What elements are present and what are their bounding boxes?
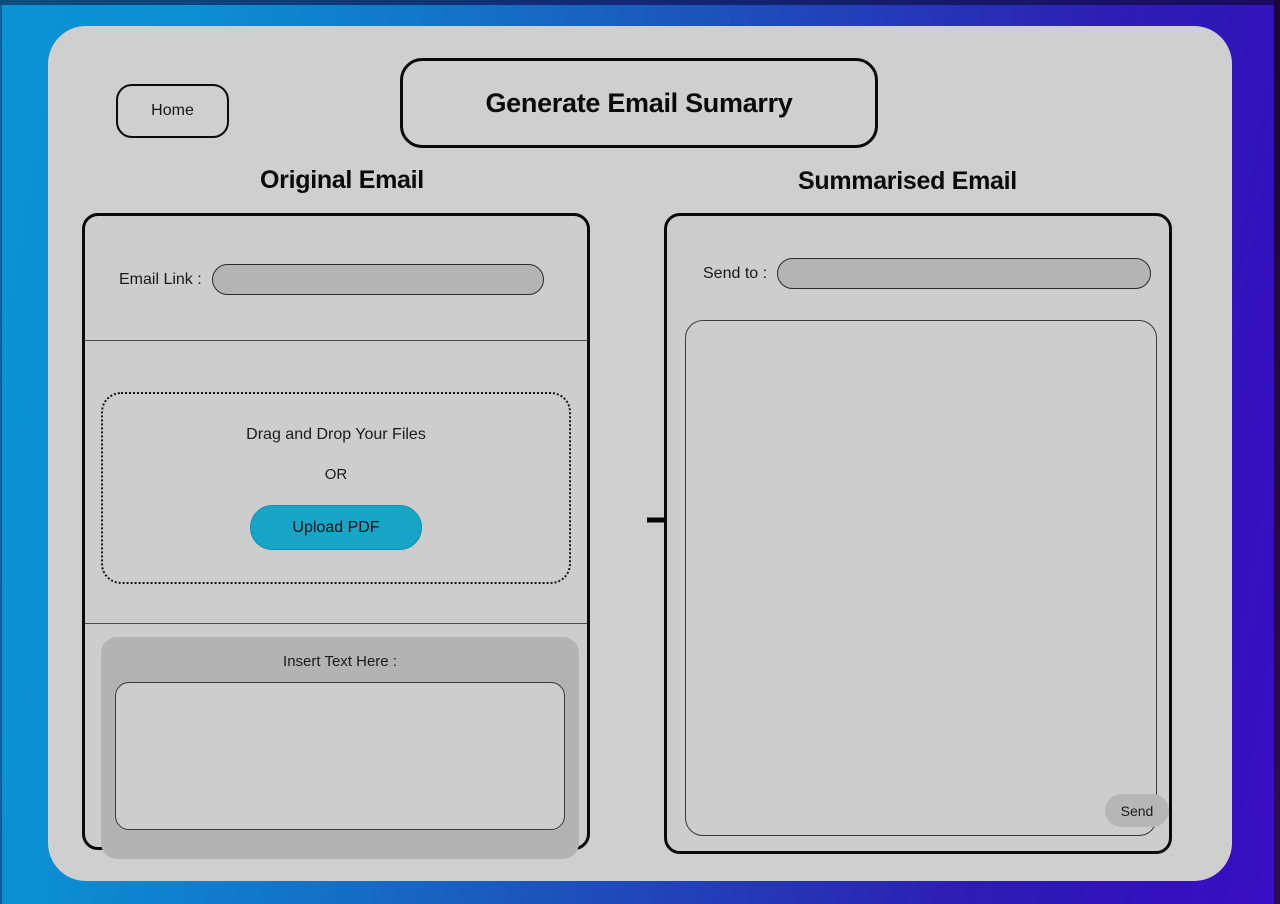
dropzone-instruction: Drag and Drop Your Files [246, 426, 426, 443]
insert-text-textarea[interactable] [115, 682, 565, 830]
background-top-edge [0, 0, 1280, 5]
insert-text-block: Insert Text Here : [101, 637, 579, 859]
upload-pdf-button[interactable]: Upload PDF [250, 505, 422, 550]
panel-divider-bottom [85, 623, 587, 624]
send-to-input[interactable] [777, 258, 1152, 289]
panel-divider-top [85, 340, 587, 341]
home-button-label: Home [151, 102, 194, 119]
background-right-edge [1274, 0, 1280, 904]
original-email-panel: Email Link : Drag and Drop Your Files OR… [82, 213, 590, 859]
dropzone-separator: OR [324, 466, 348, 483]
original-email-heading: Original Email [260, 166, 424, 194]
summary-output-textarea[interactable] [685, 320, 1157, 836]
send-button[interactable]: Send [1105, 794, 1169, 827]
send-to-label: Send to : [703, 264, 768, 282]
summarised-email-panel: Send to : Send [664, 213, 1172, 854]
email-link-label: Email Link : [119, 270, 202, 288]
home-button[interactable]: Home [116, 84, 229, 138]
send-to-row: Send to : [703, 258, 1152, 289]
upload-pdf-label: Upload PDF [292, 518, 380, 536]
email-link-input[interactable] [211, 264, 544, 295]
page-title-box: Generate Email Sumarry [400, 58, 878, 148]
app-card: Home Generate Email Sumarry Original Ema… [48, 26, 1232, 881]
file-dropzone[interactable]: Drag and Drop Your Files OR Upload PDF [101, 392, 571, 584]
insert-text-label: Insert Text Here : [283, 653, 397, 670]
background-left-edge [0, 0, 2, 904]
summary-output-wrap: Send [685, 320, 1169, 836]
summarised-email-heading: Summarised Email [798, 167, 1017, 195]
send-button-label: Send [1120, 802, 1154, 819]
email-link-row: Email Link : [119, 264, 544, 295]
page-title: Generate Email Sumarry [485, 87, 793, 118]
